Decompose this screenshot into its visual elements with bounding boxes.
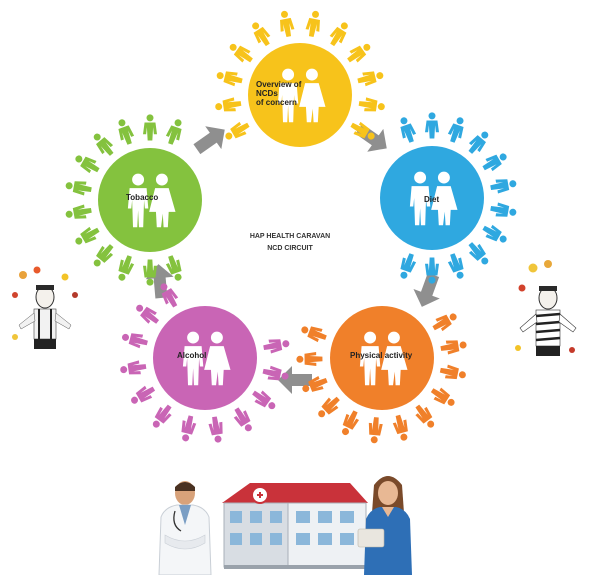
person-icon: [366, 416, 384, 444]
person-icon: [215, 67, 244, 88]
station-label: Tobacco: [126, 193, 158, 202]
person-icon: [120, 329, 150, 350]
person-icon: [276, 9, 296, 38]
station-label: Overview of: [256, 80, 302, 89]
person-icon: [163, 253, 186, 283]
person-icon: [72, 223, 102, 249]
person-icon: [89, 241, 118, 271]
person-icon: [489, 176, 518, 195]
person-icon: [411, 401, 439, 432]
clinic-building-icon: [222, 483, 368, 569]
station-circle: [248, 43, 352, 147]
person-icon: [489, 201, 518, 220]
person-icon: [127, 382, 158, 408]
person-icon: [304, 9, 324, 38]
doctor-icon: [158, 481, 212, 575]
station-physical: Physical activity: [296, 306, 468, 444]
person-icon: [480, 221, 510, 247]
person-icon: [249, 386, 279, 414]
person-icon: [439, 337, 468, 356]
station-circle: [330, 306, 434, 410]
person-icon: [396, 251, 419, 281]
person-icon: [344, 39, 374, 67]
person-icon: [64, 203, 93, 222]
person-icon: [445, 251, 468, 281]
station-label: Diet: [424, 195, 439, 204]
person-icon: [326, 19, 353, 49]
person-icon: [480, 149, 510, 175]
person-icon: [89, 129, 118, 159]
person-icon: [464, 127, 493, 157]
station-label: of concern: [256, 98, 297, 107]
mime-juggler-icon-right: [515, 260, 577, 356]
person-icon: [148, 401, 176, 432]
station-label: Alcohol: [177, 351, 206, 360]
person-icon: [64, 178, 93, 197]
person-icon: [222, 118, 252, 144]
station-alcohol: Alcohol: [119, 280, 291, 444]
person-icon: [445, 115, 468, 145]
person-icon: [143, 114, 157, 141]
person-icon: [207, 415, 226, 444]
station-circle: [153, 306, 257, 410]
person-icon: [214, 96, 243, 115]
person-icon: [132, 300, 162, 328]
person-icon: [72, 151, 102, 177]
station-diet: Diet: [380, 112, 518, 284]
person-icon: [425, 112, 439, 139]
person-icon: [247, 19, 274, 49]
person-icon: [163, 117, 186, 147]
mime-juggler-icon-left: [12, 266, 78, 349]
person-icon: [337, 408, 362, 438]
person-icon: [428, 384, 458, 411]
person-icon: [226, 39, 256, 67]
arrow-icon: [193, 126, 225, 155]
station-circle: [98, 148, 202, 252]
person-icon: [357, 96, 386, 115]
station-label: NCDs: [256, 89, 278, 98]
arrow-icon: [413, 272, 440, 307]
person-icon: [396, 115, 419, 145]
person-icon: [114, 117, 137, 147]
center-title-line2: NCD CIRCUIT: [267, 245, 313, 252]
nurse-icon: [357, 476, 412, 575]
station-circle: [380, 146, 484, 250]
station-tobacco: Tobacco: [64, 114, 202, 286]
station-label: Physical activity: [350, 351, 413, 360]
person-icon: [119, 359, 148, 378]
person-icon: [262, 336, 291, 355]
person-icon: [314, 393, 343, 422]
person-icon: [299, 322, 329, 345]
person-icon: [114, 253, 137, 283]
person-icon: [177, 414, 198, 443]
person-icon: [356, 67, 385, 88]
person-icon: [391, 413, 412, 443]
person-icon: [430, 309, 460, 335]
person-icon: [296, 351, 323, 367]
person-icon: [230, 404, 257, 435]
person-icon: [438, 363, 468, 383]
center-title-line1: HAP HEALTH CARAVAN: [250, 233, 330, 240]
person-icon: [464, 239, 493, 269]
